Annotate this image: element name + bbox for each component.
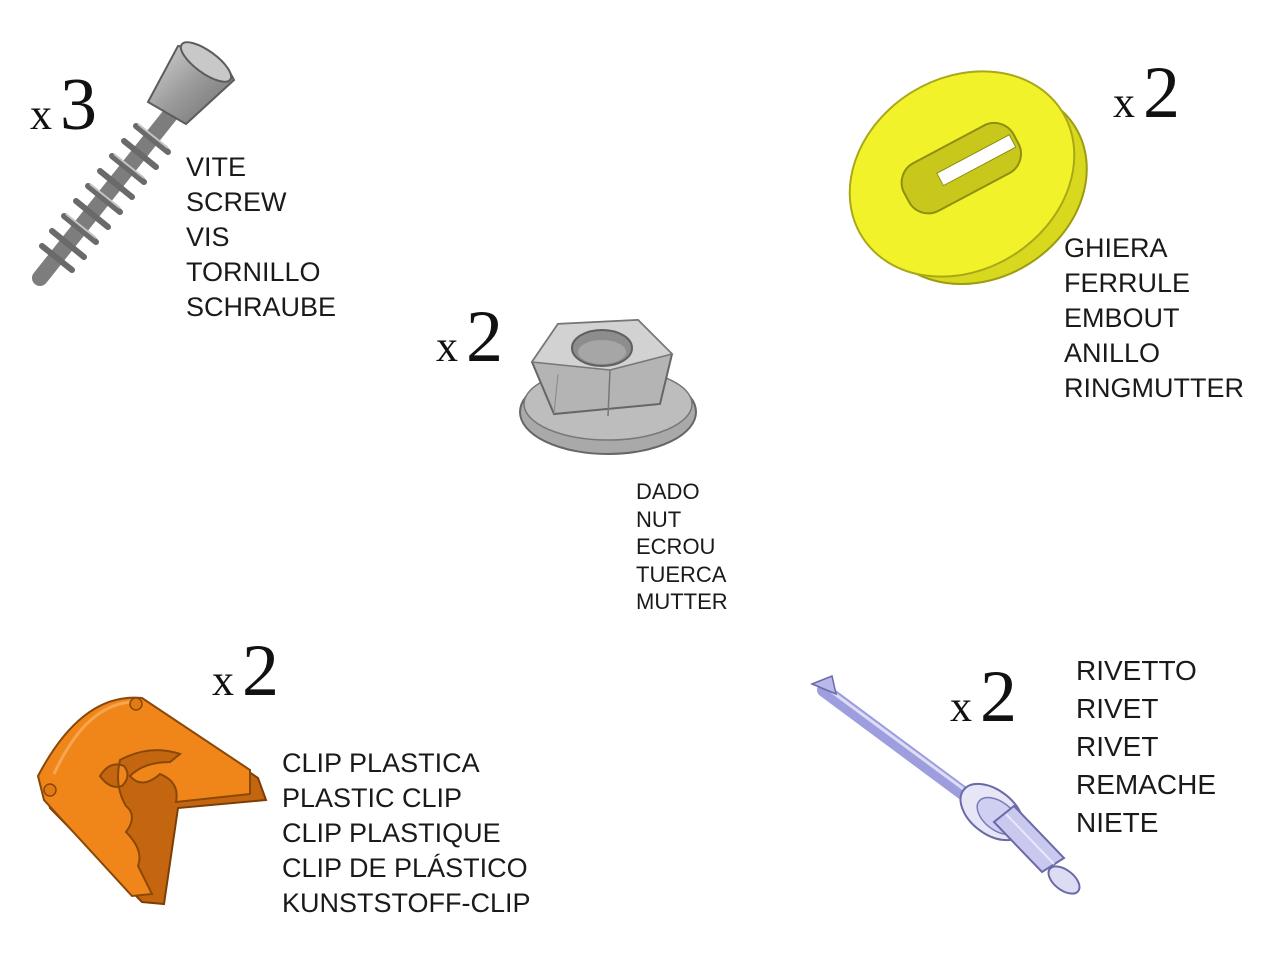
label-de: MUTTER [636, 589, 728, 614]
label-en: RIVET [1076, 693, 1159, 724]
screw-labels: VITE SCREW VIS TORNILLO SCHRAUBE [186, 150, 336, 325]
label-es: CLIP DE PLÁSTICO [282, 853, 528, 883]
label-en: SCREW [186, 187, 287, 217]
label-fr: EMBOUT [1064, 303, 1180, 333]
label-en: PLASTIC CLIP [282, 783, 463, 813]
quantity-prefix: x [30, 90, 52, 139]
quantity-prefix: x [212, 656, 234, 705]
rivet-icon [810, 674, 1081, 895]
quantity-number: 3 [60, 64, 97, 146]
quantity-prefix: x [950, 682, 972, 731]
label-it: DADO [636, 479, 700, 504]
label-es: REMACHE [1076, 769, 1217, 800]
label-es: ANILLO [1064, 338, 1161, 368]
label-it: CLIP PLASTICA [282, 748, 480, 778]
quantity-number: 2 [242, 630, 279, 712]
quantity-prefix: x [1113, 78, 1135, 127]
quantity-prefix: x [436, 322, 458, 371]
label-es: TORNILLO [186, 257, 321, 287]
label-fr: ECROU [636, 534, 716, 559]
plastic-clip-icon [36, 696, 268, 906]
label-de: KUNSTSTOFF-CLIP [282, 888, 531, 918]
label-es: TUERCA [636, 561, 727, 587]
label-de: NIETE [1076, 807, 1159, 838]
quantity-number: 2 [466, 296, 503, 378]
quantity-number: 2 [980, 656, 1017, 738]
label-de: RINGMUTTER [1064, 373, 1244, 403]
label-de: SCHRAUBE [186, 292, 337, 322]
label-it: GHIERA [1064, 233, 1168, 263]
ferrule-labels: GHIERA FERRULE EMBOUT ANILLO RINGMUTTER [1064, 231, 1244, 406]
screw-icon [32, 41, 236, 286]
label-it: VITE [186, 152, 247, 182]
flange-nut-icon [519, 318, 697, 455]
rivet-labels: RIVETTO RIVET RIVET REMACHE NIETE [1076, 652, 1216, 842]
label-it: RIVETTO [1076, 655, 1197, 686]
label-fr: CLIP PLASTIQUE [282, 818, 501, 848]
label-fr: RIVET [1076, 731, 1159, 762]
label-fr: VIS [186, 222, 230, 252]
label-en: NUT [636, 506, 682, 532]
label-en: FERRULE [1064, 268, 1191, 298]
quantity-number: 2 [1143, 52, 1180, 134]
nut-labels: DADO NUT ECROU TUERCA MUTTER [636, 478, 728, 616]
clip-labels: CLIP PLASTICA PLASTIC CLIP CLIP PLASTIQU… [282, 746, 531, 921]
ferrule-icon [848, 70, 1088, 286]
